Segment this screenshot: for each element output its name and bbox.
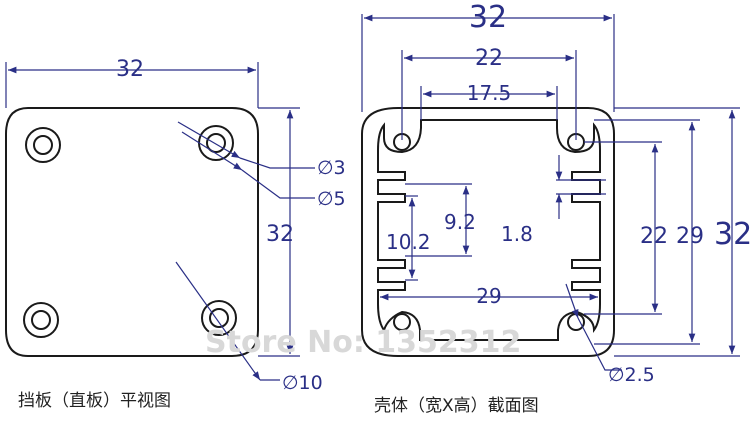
leader-screw-hole xyxy=(565,283,579,319)
housing-caption: 壳体（宽X高）截面图 xyxy=(374,396,539,416)
end-plate-labels: 32 32 ∅3 ∅5 ∅10 挡板（直板）平视图 xyxy=(18,57,346,411)
label-fin-gap: 9.2 xyxy=(444,210,476,234)
store-watermark: Store No: 1352312 xyxy=(205,325,521,360)
end-plate-view xyxy=(5,107,259,357)
end-plate-caption: 挡板（直板）平视图 xyxy=(18,391,171,411)
label-height-29: 29 xyxy=(676,224,704,249)
screw-hole-bottom-left xyxy=(393,313,411,331)
label-fin-thickness: 1.8 xyxy=(501,222,533,246)
mounting-hole-bottom-right xyxy=(201,300,237,336)
housing-dimensions xyxy=(361,14,740,371)
label-screw-hole: ∅2.5 xyxy=(608,364,655,386)
label-inner-span: 29 xyxy=(476,284,501,308)
end-plate-dimensions xyxy=(5,62,315,381)
label-outer-width: 32 xyxy=(469,0,507,35)
label-slot-width: 17.5 xyxy=(467,81,512,105)
label-height-22: 22 xyxy=(640,224,668,249)
label-corner-hole: ∅10 xyxy=(282,372,323,394)
leader-corner-hole xyxy=(175,261,261,381)
label-height: 32 xyxy=(266,222,294,247)
end-plate-outline xyxy=(5,107,259,357)
housing-labels: 32 22 17.5 32 29 22 1.8 9.2 10.2 29 ∅2.5… xyxy=(374,0,750,416)
label-hole-small: ∅3 xyxy=(317,157,346,179)
screw-hole-bottom-right xyxy=(567,313,585,331)
label-outer-height: 32 xyxy=(714,217,750,252)
leader-hole-large xyxy=(181,131,243,171)
label-width: 32 xyxy=(116,57,144,82)
label-hole-large: ∅5 xyxy=(317,188,346,210)
leader-hole-small xyxy=(177,121,241,159)
housing-inner-cavity xyxy=(377,119,601,341)
mounting-hole-bottom-left xyxy=(23,302,59,338)
mounting-hole-top-left xyxy=(25,127,61,163)
mounting-hole-top-right xyxy=(198,125,234,161)
label-fin-span: 10.2 xyxy=(386,230,431,254)
label-inner-width: 22 xyxy=(475,46,503,71)
